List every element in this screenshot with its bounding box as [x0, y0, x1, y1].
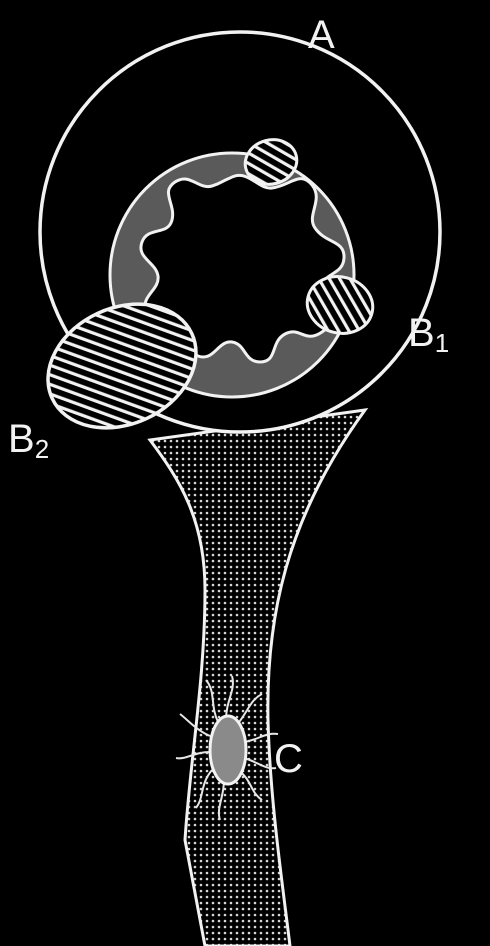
label-b1: B1 [408, 311, 449, 358]
label-b2-main: B [8, 417, 35, 461]
label-b2: B2 [8, 417, 49, 464]
label-a: A [308, 13, 335, 57]
label-c: C [274, 737, 303, 781]
cell-c-body [210, 716, 246, 784]
label-b1-sub: 1 [435, 328, 449, 358]
label-b2-sub: 2 [35, 434, 49, 464]
label-b1-main: B [408, 311, 435, 355]
stalk-region [150, 410, 365, 946]
